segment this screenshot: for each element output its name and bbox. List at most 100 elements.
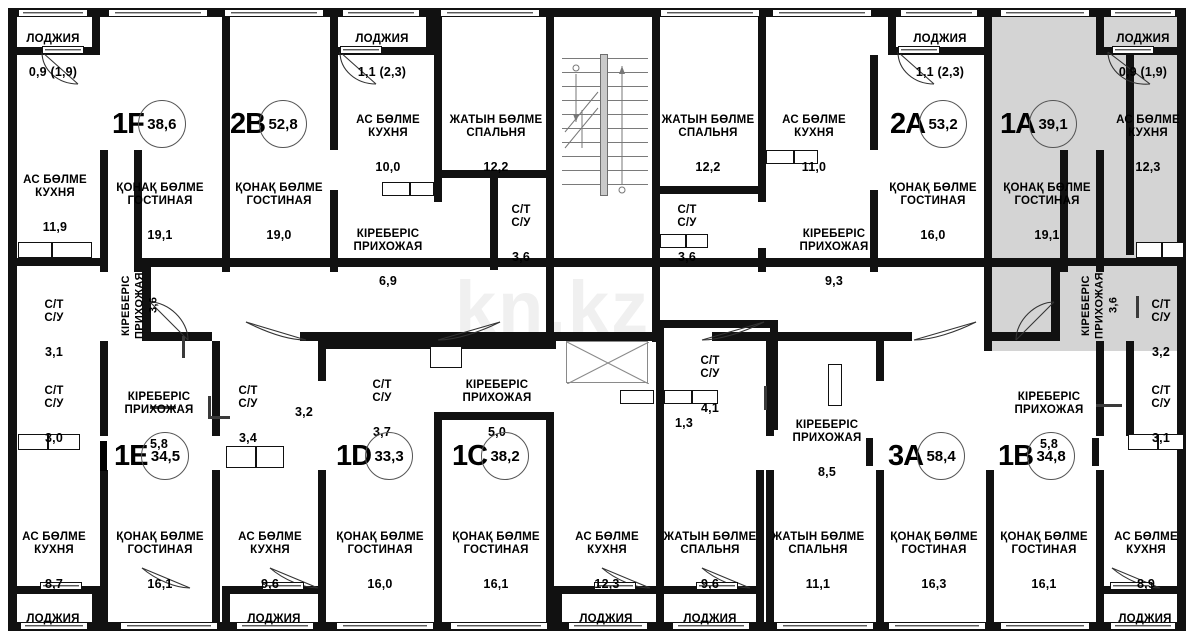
wall-t-3 [222, 17, 230, 272]
loggia-side-b1 [92, 586, 100, 631]
wall-t-2 [134, 150, 142, 272]
loggia-side-b5 [1096, 586, 1104, 631]
unit-badge-1A[interactable]: 1A 39,1 [1000, 100, 1078, 148]
room-label-bedroom: ЖАТЫН БӨЛМЕ СПАЛЬНЯ 9,6 [663, 530, 757, 591]
room-label-bath: С/Т С/У 3,6 [677, 203, 697, 264]
loggia-door-window-b4 [696, 582, 738, 590]
unit-badge-3A[interactable]: 3A 58,4 [888, 432, 966, 480]
wall-b-18 [1126, 341, 1134, 436]
corridor-wall-top [142, 258, 782, 267]
loggia-label: ЛОДЖИЯ 1,1 (2,3) [355, 32, 409, 80]
door-swing-corr-r2 [912, 320, 982, 344]
door-swing-1 [40, 50, 100, 86]
loggia-side-b3 [554, 586, 562, 631]
window-top-4 [342, 9, 420, 17]
door-swing-corr-l2 [436, 320, 506, 344]
door-swing-2 [338, 50, 398, 86]
unit-badge-1F[interactable]: 1F 38,6 [112, 100, 186, 148]
unit-badge-1B[interactable]: 1B 34,8 [998, 432, 1076, 480]
window-top-9 [1000, 9, 1090, 17]
staircase [562, 52, 648, 198]
room-label-living: ҚОНАҚ БӨЛМЕ ГОСТИНАЯ 16,0 [889, 181, 977, 242]
door-swing-corr-l1 [240, 320, 310, 344]
room-label-hall-vertical: КІРЕБЕРІС ПРИХОЖАЯ 3,6 [119, 272, 160, 340]
room-label-kitchen: АС БӨЛМЕ КУХНЯ 8,9 [1114, 530, 1178, 591]
wall-b-23 [546, 412, 554, 470]
window-bottom-11 [1110, 622, 1176, 630]
wall-t-13 [984, 55, 992, 351]
loggia-label: ЛОДЖИЯ 1,1 (2,3) [913, 32, 967, 80]
wall-t-6 [434, 17, 442, 202]
room-label-kitchen: АС БӨЛМЕ КУХНЯ 12,3 [575, 530, 639, 591]
room-label-hall: КІРЕБЕРІС ПРИХОЖАЯ 5,0 [462, 378, 532, 439]
wall-b-7 [434, 412, 442, 622]
room-label-kitchen: АС БӨЛМЕ КУХНЯ 11,9 [23, 173, 87, 234]
wall-b-14 [876, 341, 884, 381]
loggia-label: ЛОДЖИЯ 1,1 (2,2) [247, 612, 301, 625]
bath-fixture-1 [660, 234, 708, 248]
bath-fixture-2 [18, 434, 80, 450]
wall-b-10 [756, 470, 764, 622]
unit-badge-2A[interactable]: 2A 53,2 [890, 100, 968, 148]
loggia-door-window-2 [340, 46, 382, 54]
room-label-kitchen: АС БӨЛМЕ КУХНЯ 11,0 [782, 113, 846, 174]
loggia-door-window-b2 [262, 582, 304, 590]
window-top-10 [1110, 9, 1176, 17]
wall-b-21 [326, 341, 556, 349]
room-label-bath: С/Т С/У 3,0 [44, 384, 64, 445]
kitchen-fixture-6 [828, 364, 842, 406]
loggia-label: ЛОДЖИЯ 1,1 (2,2) [579, 612, 633, 625]
loggia-door-window-b3 [594, 582, 636, 590]
plumb-stub-4 [150, 406, 176, 409]
elevator-shaft [566, 341, 650, 385]
room-label-kitchen: АС БӨЛМЕ КУХНЯ 8,7 [22, 530, 86, 591]
unit-area-circle: 33,3 [365, 432, 414, 480]
window-bottom-6 [568, 622, 648, 630]
wall-t-16 [1126, 55, 1134, 255]
corridor-wall-top-right [782, 258, 1060, 267]
plumb-stub-5 [1096, 404, 1122, 407]
room-label-living: ҚОНАҚ БӨЛМЕ ГОСТИНАЯ 16,1 [452, 530, 540, 591]
loggia-wall-3 [888, 47, 992, 55]
wall-b-15 [986, 470, 994, 622]
loggia-wall-b4 [660, 586, 760, 594]
wall-t-h6 [490, 170, 498, 270]
wall-b-19 [656, 320, 778, 328]
wall-t-8 [652, 17, 660, 342]
unit-badge-1E[interactable]: 1E 34,5 [100, 432, 190, 480]
window-top-3 [224, 9, 324, 17]
corridor-wall-bottom-mid-r [712, 332, 912, 341]
wall-b-8 [546, 470, 554, 622]
room-label-bath: С/Т С/У 3,4 [238, 384, 258, 445]
exterior-wall-right-top [1177, 8, 1186, 346]
room-label-kitchen: АС БӨЛМЕ КУХНЯ 12,3 [1116, 113, 1180, 174]
room-label-bedroom: ЖАТЫН БӨЛМЕ СПАЛЬНЯ 12,2 [661, 113, 755, 174]
kitchen-fixture-1 [18, 242, 92, 258]
wall-t-h2 [1068, 258, 1186, 266]
room-label-hall: КІРЕБЕРІС ПРИХОЖАЯ 6,9 [353, 227, 423, 288]
wall-t-11 [870, 55, 878, 150]
room-label-living: ҚОНАҚ БӨЛМЕ ГОСТИНАЯ 19,1 [1003, 181, 1091, 242]
room-label-bath: С/Т С/У 4,1 [700, 354, 720, 415]
window-bottom-7 [672, 622, 750, 630]
loggia-side-2a [330, 8, 338, 55]
unit-badge-1D[interactable]: 1D 33,3 [336, 432, 414, 480]
room-label-bedroom: ЖАТЫН БӨЛМЕ СПАЛЬНЯ 11,1 [771, 530, 865, 591]
corridor-wall-bottom-mid-l [300, 332, 656, 341]
window-bottom-1 [20, 622, 88, 630]
kitchen-fixture-3 [766, 150, 818, 164]
unit-badge-1C[interactable]: 1C 38,2 [452, 432, 530, 480]
area-label-loose: 3,2 [295, 405, 313, 419]
wall-t-h1 [8, 258, 108, 266]
plumb-stub-6 [764, 386, 767, 410]
unit-marker-bar [866, 438, 873, 466]
loggia-wall-b3 [554, 586, 658, 594]
plumb-stub-2 [208, 396, 211, 418]
unit-badge-2B[interactable]: 2B 52,8 [230, 100, 308, 148]
room-label-bath: С/Т С/У 3,2 [1151, 298, 1171, 359]
wall-b-12 [766, 470, 774, 622]
wall-t-1 [100, 150, 108, 272]
unit-marker-bar [100, 441, 107, 471]
window-bottom-2 [120, 622, 218, 630]
door-swing-corr-r1 [700, 320, 770, 344]
